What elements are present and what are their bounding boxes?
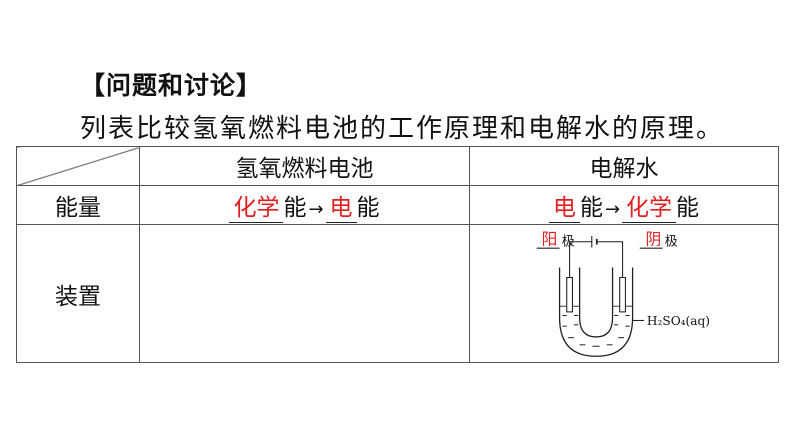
answer-blank: 电 [548, 194, 580, 223]
anode-electrode [566, 276, 573, 312]
table-row-device: 装置 阳 极 阴 极 [16, 224, 779, 363]
diagonal-corner-cell [16, 146, 140, 186]
question-text: 列表比较氢氧燃料电池的工作原理和电解水的原理。 [80, 114, 725, 144]
energy-suffix: 能 [676, 194, 700, 221]
table-header-row: 氢氧燃料电池 电解水 [16, 146, 779, 186]
answer-blank: 化学 [622, 194, 677, 223]
table-row-energy: 能量 化学能→电能 电能→化学能 [16, 185, 779, 225]
comparison-table: 氢氧燃料电池 电解水 能量 化学能→电能 电能→化学能 装置 阳 极 阴 极 [16, 146, 779, 363]
anode-suffix: 极 [562, 234, 575, 249]
row-label-device: 装置 [16, 224, 140, 363]
arrow-icon: → [308, 198, 324, 220]
cathode-suffix: 极 [665, 234, 678, 249]
section-heading: 【问题和讨论】 [80, 71, 263, 100]
fuel-cell-device-cell [139, 224, 470, 363]
battery-circuit [569, 235, 624, 278]
cathode-answer: 阴 [645, 229, 661, 248]
electrolysis-device-cell: 阳 极 阴 极 [469, 224, 779, 363]
arrow-icon: → [604, 198, 621, 220]
answer-blank: 化学 [229, 194, 284, 223]
fuel-cell-energy-cell: 化学能→电能 [139, 185, 470, 225]
electrolysis-apparatus-diagram: 阳 极 阴 极 [536, 229, 710, 357]
cathode-electrode [619, 276, 626, 312]
energy-suffix: 能 [579, 194, 603, 221]
row-label-energy: 能量 [16, 185, 140, 225]
electrolyte-liquid [562, 314, 630, 347]
header-fuel-cell: 氢氧燃料电池 [139, 146, 470, 186]
electrolyte-label: H₂SO₄(aq) [647, 313, 710, 327]
u-tube-outer [558, 267, 634, 357]
energy-suffix: 能 [283, 194, 307, 221]
header-electrolysis: 电解水 [469, 146, 779, 186]
u-tube-inner [578, 267, 614, 338]
energy-suffix: 能 [356, 194, 380, 221]
answer-blank: 电 [325, 194, 357, 223]
electrolysis-energy-cell: 电能→化学能 [469, 185, 779, 225]
anode-answer: 阳 [542, 229, 558, 248]
